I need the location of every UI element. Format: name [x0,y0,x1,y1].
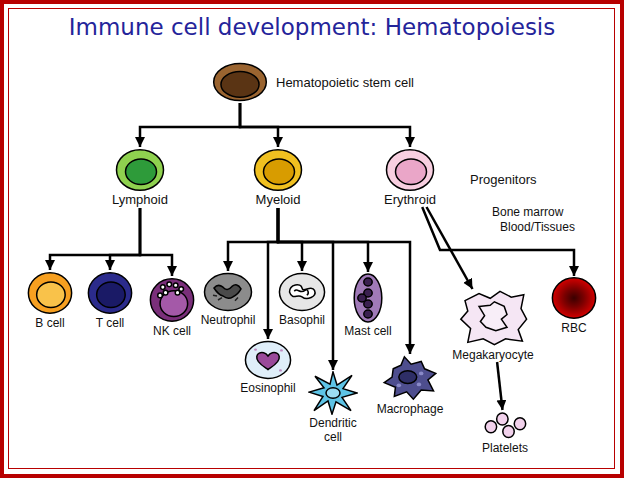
lineage-arrow [278,208,368,272]
lineage-arrow [427,207,473,289]
lineage-arrow [110,208,140,270]
cell-icon [149,277,195,323]
cell-label: Hematopoietic stem cell [276,76,414,90]
lineage-arrow [278,208,333,370]
cell-node: Dendritic cell [302,371,364,444]
cell-icon [203,272,253,312]
cell-label: B cell [35,316,64,330]
cell-label: T cell [96,316,124,330]
cell-icon [115,148,165,192]
cell-label: Basophil [279,313,325,327]
cell-icon [385,148,435,192]
lineage-arrow [240,103,278,147]
lineage-arrow [278,208,302,271]
lineage-arrow [268,208,278,339]
lineage-arrow [228,208,278,271]
cell-node: Neutrophil [201,272,256,327]
cell-node: RBC [551,276,597,335]
cell-node: Platelets [482,410,528,455]
cell-node: Myeloid [253,148,303,207]
cell-label: Lymphoid [112,193,168,207]
cell-icon [278,272,326,312]
lineage-arrow [50,208,140,270]
cell-node: NK cell [149,277,195,338]
cell-label: Eosinophil [240,381,295,395]
lineage-arrow [140,103,240,147]
cell-icon [27,271,73,315]
cell-icon [244,340,292,380]
cell-icon [551,276,597,320]
lineage-arrow [497,362,502,410]
cell-icon [353,273,383,323]
lineage-arrow [140,208,172,276]
cell-node: Eosinophil [240,340,295,395]
cell-label: Neutrophil [201,313,256,327]
cell-icon [483,410,527,440]
cell-node: Erythroid [384,148,436,207]
cell-node: B cell [27,271,73,330]
region-label: Blood/Tissues [500,220,575,234]
cell-label: Macrophage [377,402,444,416]
region-label: Bone marrow [492,205,563,219]
cell-node: Hematopoietic stem cell [212,62,414,102]
cell-node: Macrophage [377,355,444,416]
cell-label: Erythroid [384,193,436,207]
cell-icon [87,271,133,315]
cell-node: Megakaryocyte [452,289,533,362]
cell-label: RBC [561,321,586,335]
cell-label: Megakaryocyte [452,348,533,362]
lineage-arrow [278,208,410,354]
cell-icon [308,371,358,415]
cell-node: Mast cell [344,273,391,338]
cell-label: Dendritic cell [302,416,364,444]
cell-node: Basophil [278,272,326,327]
cell-icon [382,355,438,401]
cell-icon [458,289,528,347]
lineage-arrow [240,103,410,147]
region-label: Progenitors [470,173,536,187]
cell-label: Mast cell [344,324,391,338]
cell-icon [253,148,303,192]
diagram-title: Immune cell development: Hematopoiesis [0,14,624,40]
cell-label: NK cell [153,324,191,338]
cell-label: Platelets [482,441,528,455]
cell-label: Myeloid [256,193,301,207]
cell-icon [212,62,268,102]
cell-node: T cell [87,271,133,330]
cell-node: Lymphoid [112,148,168,207]
